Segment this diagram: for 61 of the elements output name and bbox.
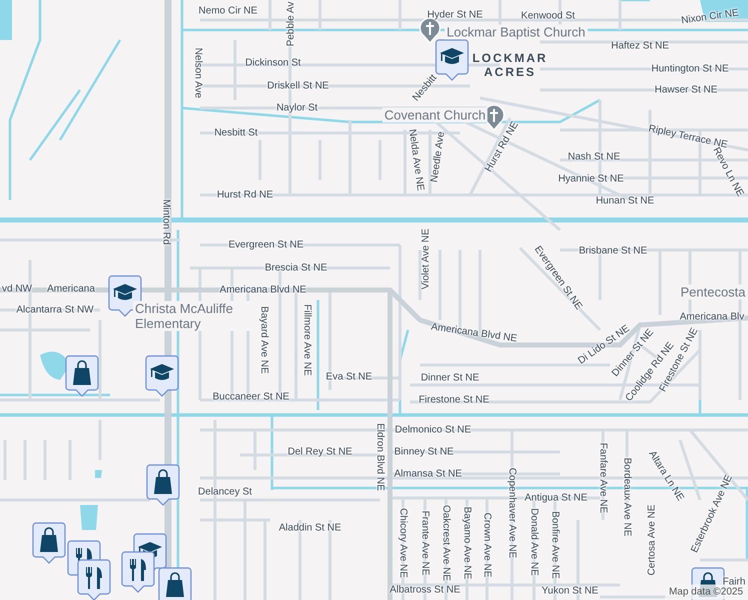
- street-name: Americana Blv: [680, 310, 744, 324]
- street-name: Kenwood St: [521, 10, 575, 24]
- street-name: Huntington St NE: [651, 62, 729, 76]
- street-name: Antigua St NE: [524, 492, 588, 506]
- street-name: Needle Ave: [428, 130, 448, 184]
- street-name: Alcantarra St NW: [16, 304, 94, 318]
- neighborhood-name: LOCKMAR ACRES: [471, 51, 549, 79]
- street-name: Nash St NE: [568, 150, 620, 164]
- street-name: Delmonico St NE: [394, 424, 472, 438]
- street-name: Eva St NE: [326, 370, 372, 384]
- street-name: Delancey St: [198, 486, 252, 500]
- street-name: Binney St NE: [394, 446, 454, 460]
- street-name: Almansa St NE: [394, 468, 462, 482]
- street-name: Frante Ave NE: [418, 510, 432, 576]
- street-name: Nemo Cir NE: [198, 4, 258, 18]
- street-name: vd NW: [2, 282, 32, 296]
- street-name: Minton Rd: [160, 199, 172, 245]
- street-name: Oakcrest Ave NE: [440, 505, 452, 581]
- street-name: Brisbane St NE: [578, 244, 648, 258]
- street-name: Brescia St NE: [264, 262, 328, 276]
- street-name: Haftez St NE: [611, 40, 669, 54]
- place-name: Lockmar Baptist Church: [444, 24, 588, 40]
- street-name: Americana: [47, 282, 95, 296]
- street-name: Bordeaux Ave NE: [620, 458, 634, 536]
- street-name: Driskell St NE: [267, 80, 329, 94]
- street-name: Hawser St NE: [654, 84, 718, 98]
- street-name: Nesbitt St: [214, 126, 258, 140]
- street-name: Revo Ln NE: [709, 146, 747, 200]
- street-name: Eldron Blvd NE: [374, 423, 386, 491]
- street-name: Pebble Av: [284, 2, 298, 46]
- street-name: Nelson Ave: [192, 48, 204, 98]
- street-name: Americana Blvd NE: [220, 284, 306, 298]
- street-name: Albatross St NE: [390, 584, 460, 598]
- street-name: Firestone St NE: [418, 394, 490, 408]
- street-name: Nelda Ave NE: [405, 128, 427, 192]
- street-name: Violet Ave NE: [420, 228, 432, 290]
- street-name: Bayard Ave NE: [258, 306, 270, 374]
- street-name: Crown Ave NE: [480, 512, 494, 578]
- street-name: Hyannie St NE: [558, 172, 624, 186]
- street-name: Del Rey St NE: [288, 446, 352, 460]
- street-name: Fillmore Ave NE: [300, 304, 314, 376]
- place-name: Covenant Church: [382, 108, 488, 122]
- street-name: Buccaneer St NE: [212, 390, 290, 404]
- street-name: Hunan St NE: [596, 194, 654, 208]
- street-name: Certosa Ave NE: [646, 504, 658, 576]
- street-name: Yukon St NE: [542, 584, 598, 598]
- street-name: Dickinson St: [245, 56, 301, 70]
- street-name: Americana Blvd NE: [430, 320, 518, 346]
- street-name: Chicory Ave NE: [396, 508, 410, 578]
- street-name: Hurst Rd NE: [216, 188, 274, 202]
- street-name: Dinner St NE: [420, 372, 480, 386]
- street-name: Nixon Cir NE: [680, 6, 740, 28]
- street-name: Bonfire Ave NE: [548, 511, 562, 579]
- street-name: Naylor St: [276, 102, 318, 116]
- street-name: Bayamo Ave NE: [460, 506, 474, 580]
- street-name: Donald Ave NE: [528, 508, 540, 576]
- street-name: Fanfare Ave NE: [596, 442, 610, 514]
- street-name: Hyder St NE: [427, 8, 483, 22]
- street-name: Evergreen St NE: [228, 238, 304, 252]
- street-name: Copenhaver Ave NE: [506, 468, 518, 558]
- street-name: Aladdin St NE: [278, 522, 342, 536]
